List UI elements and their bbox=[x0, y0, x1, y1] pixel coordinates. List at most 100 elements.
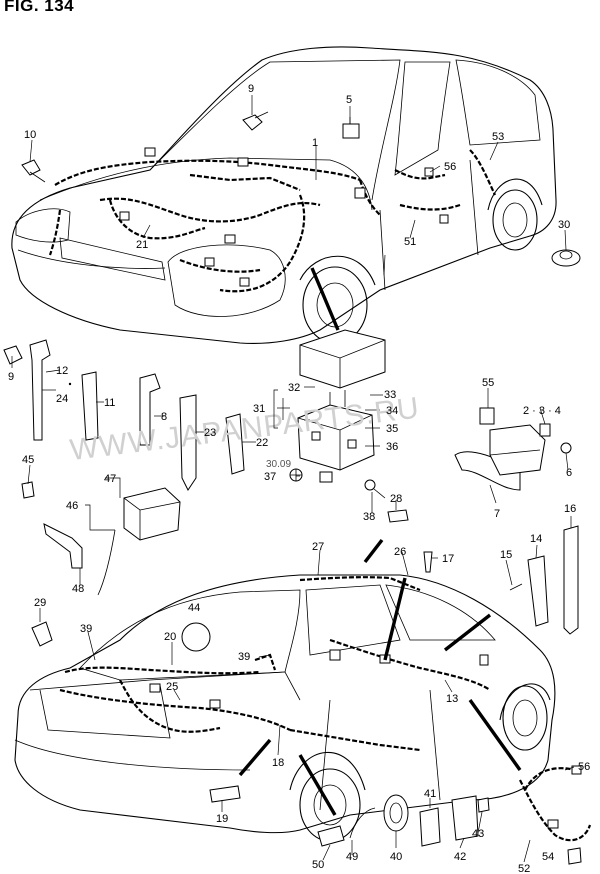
connector-part-55 bbox=[479, 407, 495, 425]
grommet-part-41 bbox=[419, 807, 441, 847]
callout-15: 15 bbox=[500, 549, 512, 561]
arrow-to-part-50 bbox=[298, 754, 337, 816]
callout-25: 25 bbox=[166, 681, 178, 693]
arrow-to-part-52 bbox=[468, 699, 522, 771]
callout-21: 21 bbox=[136, 239, 148, 251]
callout-33: 33 bbox=[384, 389, 396, 401]
arrow-to-roof-harness bbox=[383, 577, 407, 661]
callout-23: 23 bbox=[204, 427, 216, 439]
bolt-part-9-top bbox=[242, 111, 269, 131]
dot-marker bbox=[68, 382, 72, 386]
screw-part-17 bbox=[423, 551, 433, 573]
callout-55: 55 bbox=[482, 377, 494, 389]
callout-6: 6 bbox=[566, 467, 572, 479]
callout-14: 14 bbox=[530, 533, 542, 545]
callout-11: 11 bbox=[104, 397, 115, 409]
arrow-to-part-28 bbox=[363, 538, 384, 564]
callout-52: 52 bbox=[518, 863, 530, 874]
clip-part-29 bbox=[31, 621, 53, 647]
callout-12: 12 bbox=[56, 365, 68, 377]
arrow-to-fuse-box bbox=[310, 267, 340, 331]
front-harness bbox=[48, 147, 496, 293]
bracket-part-48 bbox=[43, 523, 83, 569]
callout-8: 8 bbox=[161, 411, 167, 423]
callout-10: 10 bbox=[24, 129, 36, 141]
callout-9-top: 9 bbox=[248, 83, 254, 95]
callout-47: 47 bbox=[104, 473, 116, 485]
callout-32: 32 bbox=[288, 382, 300, 394]
callout-38: 38 bbox=[363, 511, 375, 523]
bracket-31 bbox=[273, 389, 278, 429]
callout-2-3-4: 2 · 3 · 4 bbox=[523, 405, 561, 417]
clamp-part-14 bbox=[527, 555, 549, 627]
screw-part-37 bbox=[289, 468, 303, 482]
callout-36: 36 bbox=[386, 441, 398, 453]
callout-39-left: 39 bbox=[80, 623, 92, 635]
callout-26: 26 bbox=[394, 546, 406, 558]
grommet-part-42 bbox=[451, 795, 479, 841]
callout-labels: 1 2 · 3 · 4 5 6 7 8 9 9 10 11 12 13 14 1… bbox=[8, 83, 590, 874]
figure-title: FIG. 134 bbox=[4, 0, 75, 15]
callout-19: 19 bbox=[216, 813, 228, 825]
fuse-box-assembly bbox=[297, 329, 386, 483]
callout-27: 27 bbox=[312, 541, 324, 553]
screw-part-38 bbox=[364, 479, 386, 499]
callout-20: 20 bbox=[164, 631, 176, 643]
callout-7: 7 bbox=[494, 508, 500, 520]
callout-53: 53 bbox=[492, 131, 504, 143]
plate-part-19 bbox=[209, 785, 241, 803]
clamp-part-16 bbox=[563, 525, 579, 635]
callout-41: 41 bbox=[424, 788, 436, 800]
callout-31: 31 bbox=[253, 403, 265, 415]
callout-34: 34 bbox=[386, 405, 398, 417]
rear-car-body bbox=[14, 574, 556, 842]
bolt-part-6 bbox=[560, 442, 572, 454]
callout-39-mid: 39 bbox=[238, 651, 250, 663]
plate-part-50 bbox=[317, 825, 345, 847]
callout-5: 5 bbox=[346, 94, 352, 106]
clamp-part-22 bbox=[225, 413, 245, 475]
grommet-part-40 bbox=[383, 794, 409, 832]
wire-part-49 bbox=[349, 807, 376, 839]
callout-29: 29 bbox=[34, 597, 46, 609]
callout-22: 22 bbox=[256, 437, 268, 449]
label-part-28 bbox=[387, 509, 409, 523]
callout-56-bottom: 56 bbox=[578, 761, 590, 773]
callout-50: 50 bbox=[312, 859, 324, 871]
clamp-part-8 bbox=[139, 373, 161, 446]
rear-harness bbox=[59, 576, 592, 842]
callout-30: 30 bbox=[558, 219, 570, 231]
callout-49: 49 bbox=[346, 851, 358, 863]
callout-9-left: 9 bbox=[8, 371, 14, 383]
arrow-to-part-19 bbox=[238, 738, 272, 777]
cap-part-44 bbox=[181, 622, 211, 652]
clip-part-45 bbox=[21, 481, 35, 499]
callout-42: 42 bbox=[454, 851, 466, 863]
callout-46: 46 bbox=[66, 500, 78, 512]
callout-56-top: 56 bbox=[444, 161, 456, 173]
bolt-part-10 bbox=[21, 159, 46, 183]
callout-1: 1 bbox=[312, 137, 318, 149]
callout-13: 13 bbox=[446, 693, 458, 705]
callout-40: 40 bbox=[390, 851, 402, 863]
callout-45: 45 bbox=[22, 454, 34, 466]
callout-18: 18 bbox=[272, 757, 284, 769]
relay-part-5 bbox=[342, 123, 360, 139]
callout-17: 17 bbox=[442, 553, 454, 565]
callout-16: 16 bbox=[564, 503, 576, 515]
clip-part-9-left bbox=[3, 345, 23, 365]
connector-part-2-3-4 bbox=[539, 423, 551, 437]
callout-43: 43 bbox=[472, 828, 484, 840]
front-car-body bbox=[11, 46, 557, 344]
callout-48: 48 bbox=[72, 583, 84, 595]
label-part-43 bbox=[477, 797, 490, 813]
clamp-part-23 bbox=[179, 394, 197, 491]
callout-35: 35 bbox=[386, 423, 398, 435]
callout-24: 24 bbox=[56, 393, 68, 405]
callout-51: 51 bbox=[404, 236, 416, 248]
arrow-to-part-13 bbox=[443, 613, 492, 652]
callout-28: 28 bbox=[390, 493, 402, 505]
callout-37: 37 bbox=[264, 471, 276, 483]
leader-lines bbox=[11, 95, 575, 863]
